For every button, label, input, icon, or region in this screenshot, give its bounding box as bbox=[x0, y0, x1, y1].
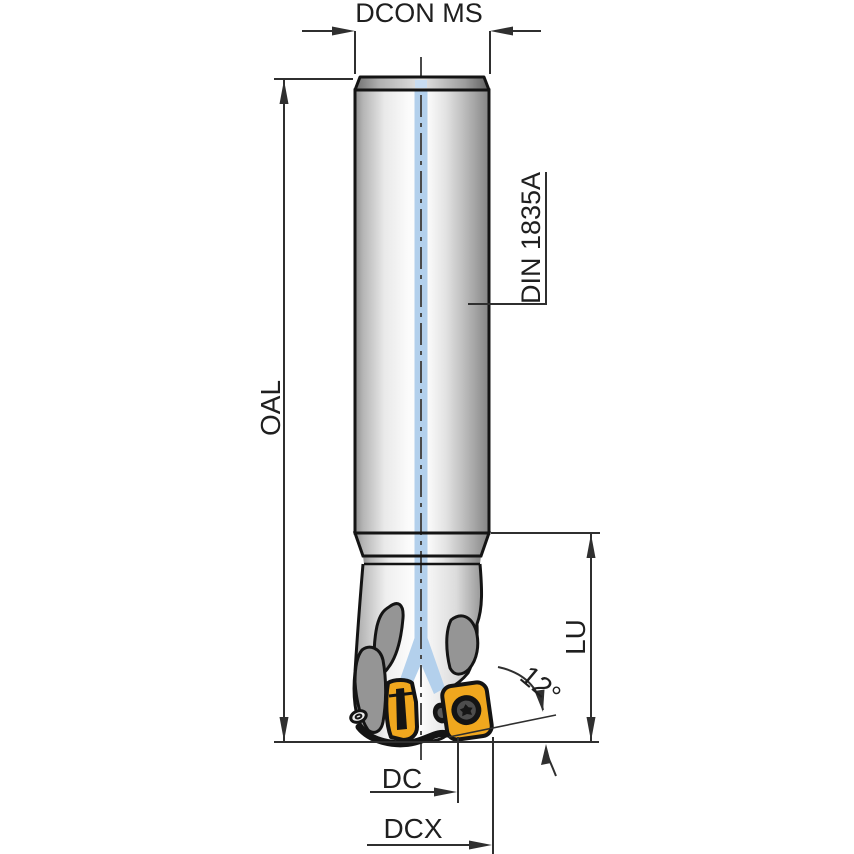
label-angle: 12° bbox=[514, 660, 566, 711]
torx-socket-icon bbox=[459, 704, 473, 717]
dim-oal: OAL bbox=[255, 78, 599, 743]
tool-body bbox=[349, 57, 494, 760]
label-oal: OAL bbox=[255, 380, 286, 436]
dim-dcon-ms: DCON MS bbox=[302, 0, 541, 74]
label-lu: LU bbox=[560, 619, 591, 655]
coolant-top-opening bbox=[415, 80, 427, 88]
dim-lu: LU bbox=[491, 532, 600, 741]
flutes bbox=[353, 602, 480, 734]
dim-dcx: DCX bbox=[367, 737, 494, 854]
label-din-1835a: DIN 1835A bbox=[516, 172, 546, 304]
label-dc: DC bbox=[382, 763, 422, 794]
label-dcon-ms: DCON MS bbox=[355, 0, 483, 28]
left-insert bbox=[384, 678, 419, 742]
leader-din-1835a: DIN 1835A bbox=[468, 172, 547, 305]
dim-dc: DC bbox=[370, 737, 459, 803]
flute-right bbox=[445, 614, 480, 676]
label-dcx: DCX bbox=[383, 813, 442, 844]
right-insert bbox=[440, 680, 494, 742]
side-screw-icon bbox=[349, 709, 368, 724]
